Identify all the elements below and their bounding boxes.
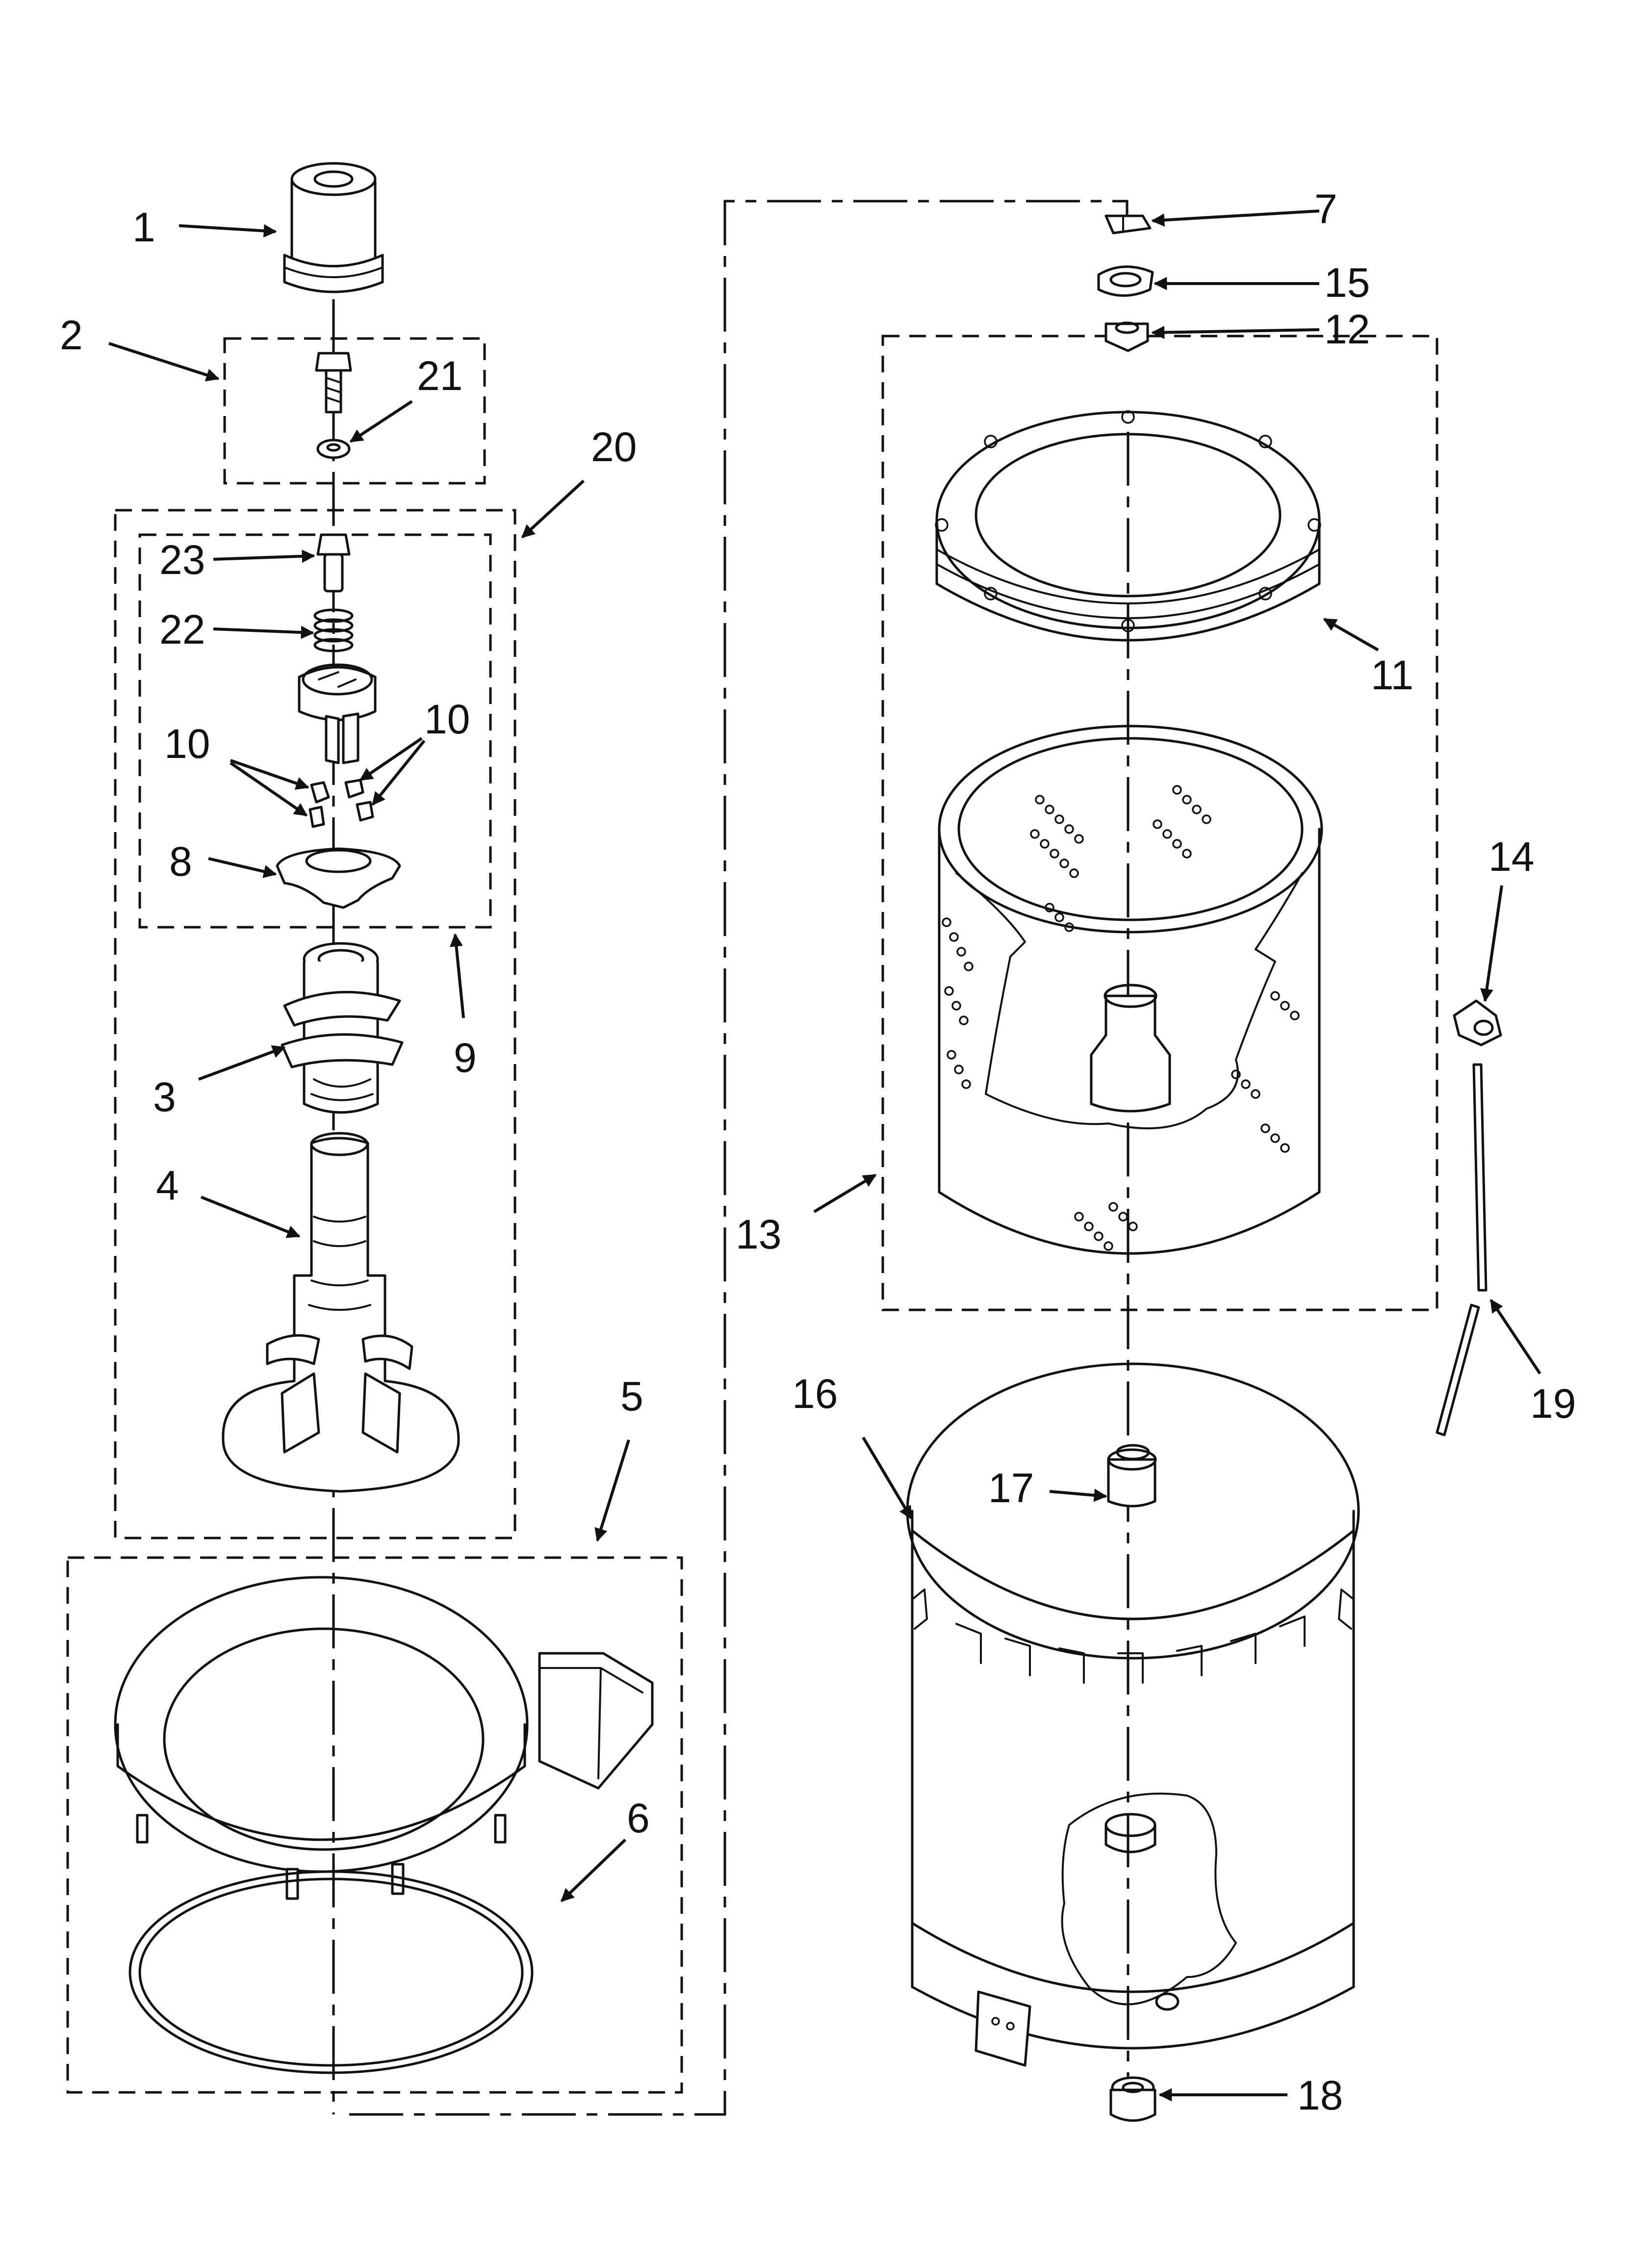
part-1-cap [283,162,384,293]
callout-10-right: 10 [424,696,470,742]
callout-10-left: 10 [164,721,210,767]
callout-15: 15 [1324,260,1370,306]
part-12-nut [1104,321,1149,352]
arrow-7 [1151,209,1320,227]
callout-3: 3 [153,1074,176,1120]
part-10-dogs [308,779,374,828]
part-6-seal-ring [128,1870,534,2074]
callout-23: 23 [159,537,205,583]
callout-11: 11 [1371,652,1413,698]
arrow-16 [862,1436,913,1520]
callout-1: 1 [132,204,155,250]
arrow-21 [349,400,413,443]
part-14-clip [1453,999,1502,1046]
callout-6: 6 [627,1795,650,1841]
callout-9: 9 [454,1035,477,1081]
arrow-11 [1323,618,1379,652]
arrow-13 [813,1173,877,1213]
callout-7: 7 [1314,186,1337,232]
callout-22: 22 [159,606,205,652]
part-5-tub-ring [114,1576,654,1900]
callout-21: 21 [417,353,462,399]
callout-5: 5 [620,1373,643,1419]
arrow-4 [200,1196,301,1238]
part-19-hose [1436,1063,1488,1436]
part-8-cam [276,847,401,909]
connector-line [349,200,1129,2116]
part-3-auger [281,942,404,1114]
arrow-22 [213,626,314,639]
group-box-9 [138,533,492,929]
arrow-10b-1 [359,737,423,782]
group-box-13 [881,335,1438,1311]
part-18-plug [1109,2076,1156,2122]
arrow-5 [594,1439,630,1542]
callout-18: 18 [1297,2072,1343,2118]
arrow-19 [1489,1299,1541,1375]
arrow-17 [1049,1488,1107,1502]
group-box-5 [66,1556,683,2094]
arrow-1 [179,224,277,237]
callout-16: 16 [792,1371,838,1417]
arrow-23 [213,549,315,563]
part-17-bearing [1107,1444,1157,1508]
arrow-9 [449,933,465,1018]
part-4-agitator [222,1132,460,1493]
part-11-balance-ring [935,410,1321,642]
arrow-6 [560,1838,627,1903]
arrow-8 [208,857,277,878]
part-22-spring [313,608,354,652]
part-7-clip [1104,214,1152,235]
part-15-retainer [1097,265,1154,297]
callout-20: 20 [591,424,637,470]
callout-4: 4 [156,1162,179,1208]
group-box-2 [223,337,486,485]
arrow-3 [198,1045,286,1081]
arrow-14 [1480,885,1503,1002]
callout-12: 12 [1324,306,1370,352]
arrow-10a-2 [230,761,308,817]
callout-17: 17 [988,1465,1034,1511]
group-box-20 [114,509,516,1539]
part-21-washer [316,439,351,459]
callout-13: 13 [736,1211,781,1257]
callout-14: 14 [1488,834,1534,880]
part-2-bolt [315,352,352,414]
arrow-12 [1151,326,1320,339]
part-13-basket [938,725,1323,1255]
arrow-2 [108,342,220,382]
arrow-20 [521,479,585,539]
part-23-pin [316,533,351,593]
arrow-10a-1 [230,759,309,790]
part-cog [298,663,377,764]
callout-2: 2 [60,312,83,358]
callout-8: 8 [169,838,192,885]
arrow-10b-2 [371,740,426,806]
callout-19: 19 [1530,1381,1576,1427]
